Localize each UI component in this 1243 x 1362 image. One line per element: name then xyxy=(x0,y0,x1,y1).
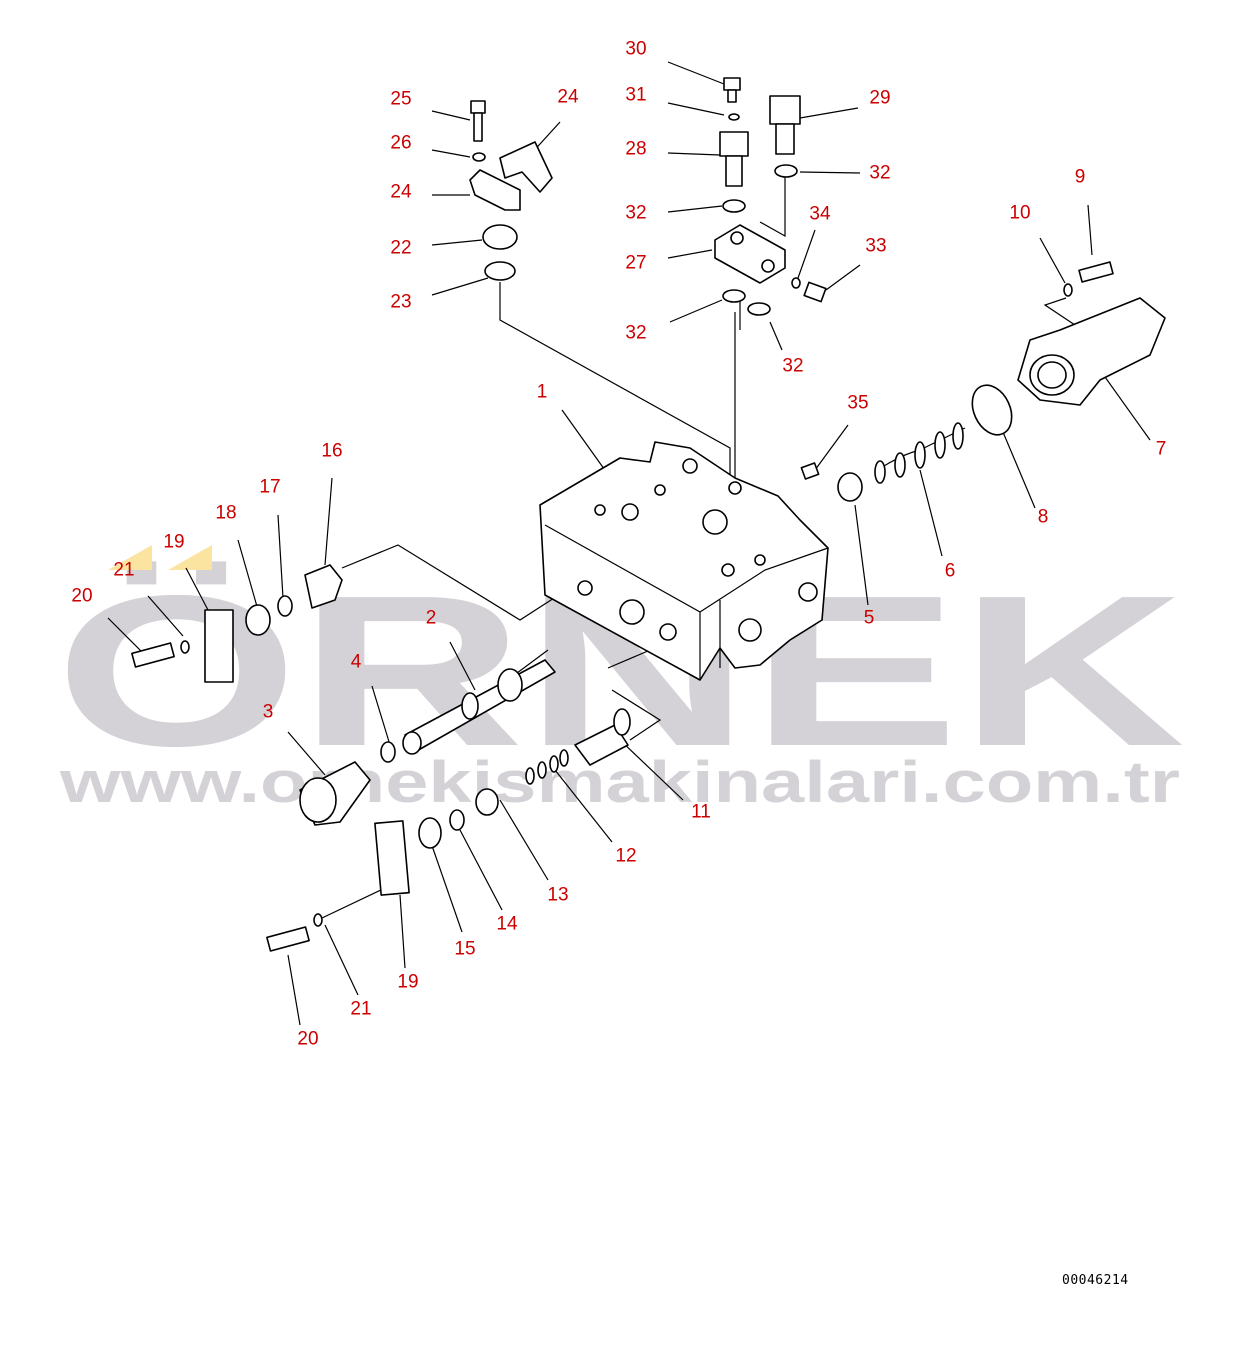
callout-label: 20 xyxy=(297,1029,318,1050)
callout-label: 5 xyxy=(864,608,875,629)
callout-label: 20 xyxy=(71,586,92,607)
callout-label: 23 xyxy=(390,292,411,313)
callout-label: 13 xyxy=(547,885,568,906)
parts xyxy=(131,77,1166,952)
callout-label: 32 xyxy=(625,323,646,344)
callout-label: 12 xyxy=(615,846,636,867)
callout-label: 26 xyxy=(390,133,411,154)
callout-label: 3 xyxy=(263,702,274,723)
callout-label: 24 xyxy=(390,182,412,203)
callout-label: 6 xyxy=(945,561,956,582)
callout-label: 19 xyxy=(163,532,184,553)
callout-label: 34 xyxy=(809,204,831,225)
callout-label: 18 xyxy=(215,503,236,524)
callout-label: 17 xyxy=(259,477,280,498)
leader-lines xyxy=(107,61,1151,1026)
callout-label: 2 xyxy=(426,608,437,629)
callout-label: 4 xyxy=(351,652,362,673)
callout-label: 25 xyxy=(390,89,411,110)
callout-label: 10 xyxy=(1009,203,1030,224)
callout-label: 11 xyxy=(691,802,711,823)
callout-label: 29 xyxy=(869,88,890,109)
watermark-url: www.ornekismakinalari.com.tr xyxy=(59,750,1180,815)
callout-labels: 3031283227322932343332252624242223910786… xyxy=(71,39,1166,1050)
callout-label: 32 xyxy=(782,356,803,377)
callout-label: 28 xyxy=(625,139,646,160)
callout-label: 33 xyxy=(865,236,886,257)
port-block xyxy=(714,224,786,284)
callout-label: 15 xyxy=(454,939,475,960)
callout-label: 21 xyxy=(350,999,371,1020)
callout-label: 35 xyxy=(847,393,868,414)
callout-label: 8 xyxy=(1038,507,1049,528)
callout-label: 22 xyxy=(390,238,411,259)
umlaut-mark-right xyxy=(168,545,212,570)
callout-label: 24 xyxy=(557,87,579,108)
umlaut-mark-left xyxy=(108,545,152,570)
callout-label: 31 xyxy=(625,85,646,106)
callout-label: 1 xyxy=(537,382,548,403)
callout-label: 19 xyxy=(397,972,418,993)
callout-label: 21 xyxy=(113,560,134,581)
callout-label: 32 xyxy=(625,203,646,224)
callout-label: 32 xyxy=(869,163,890,184)
callout-label: 14 xyxy=(496,914,518,935)
callout-label: 7 xyxy=(1156,439,1167,460)
figure-number: 00046214 xyxy=(1062,1273,1129,1288)
callout-label: 16 xyxy=(321,441,342,462)
callout-label: 27 xyxy=(625,253,646,274)
callout-label: 30 xyxy=(625,39,646,60)
callout-label: 9 xyxy=(1075,167,1086,188)
